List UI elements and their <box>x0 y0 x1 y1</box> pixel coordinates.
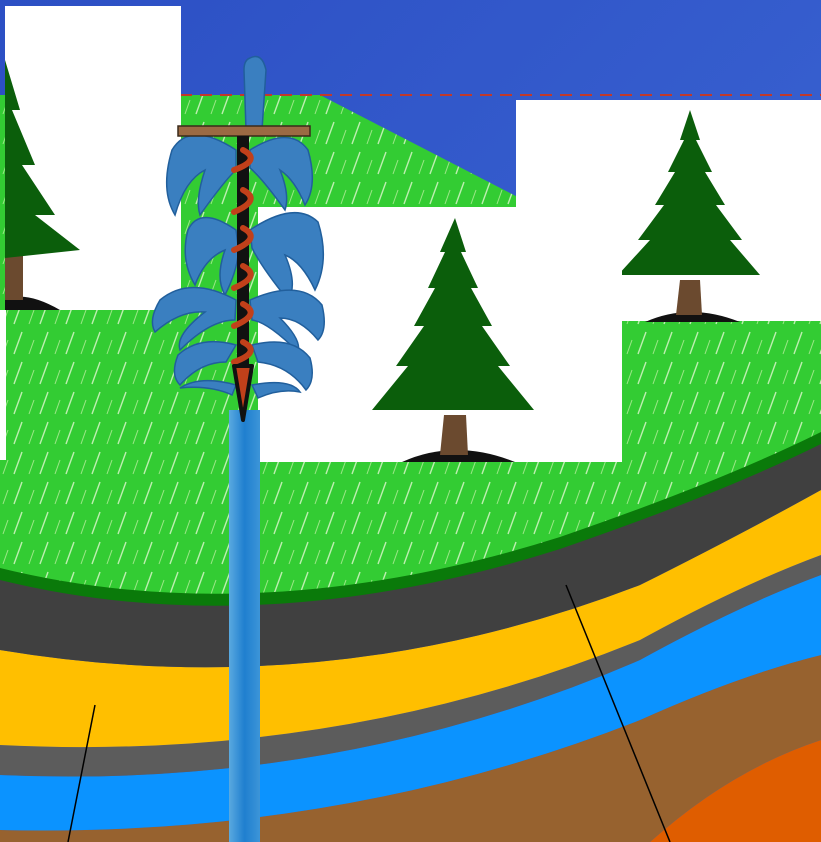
white-panel-left-lower <box>0 310 6 460</box>
well-water-column <box>229 410 260 842</box>
tree-panel-left <box>5 6 181 310</box>
drill-handle <box>178 126 310 136</box>
